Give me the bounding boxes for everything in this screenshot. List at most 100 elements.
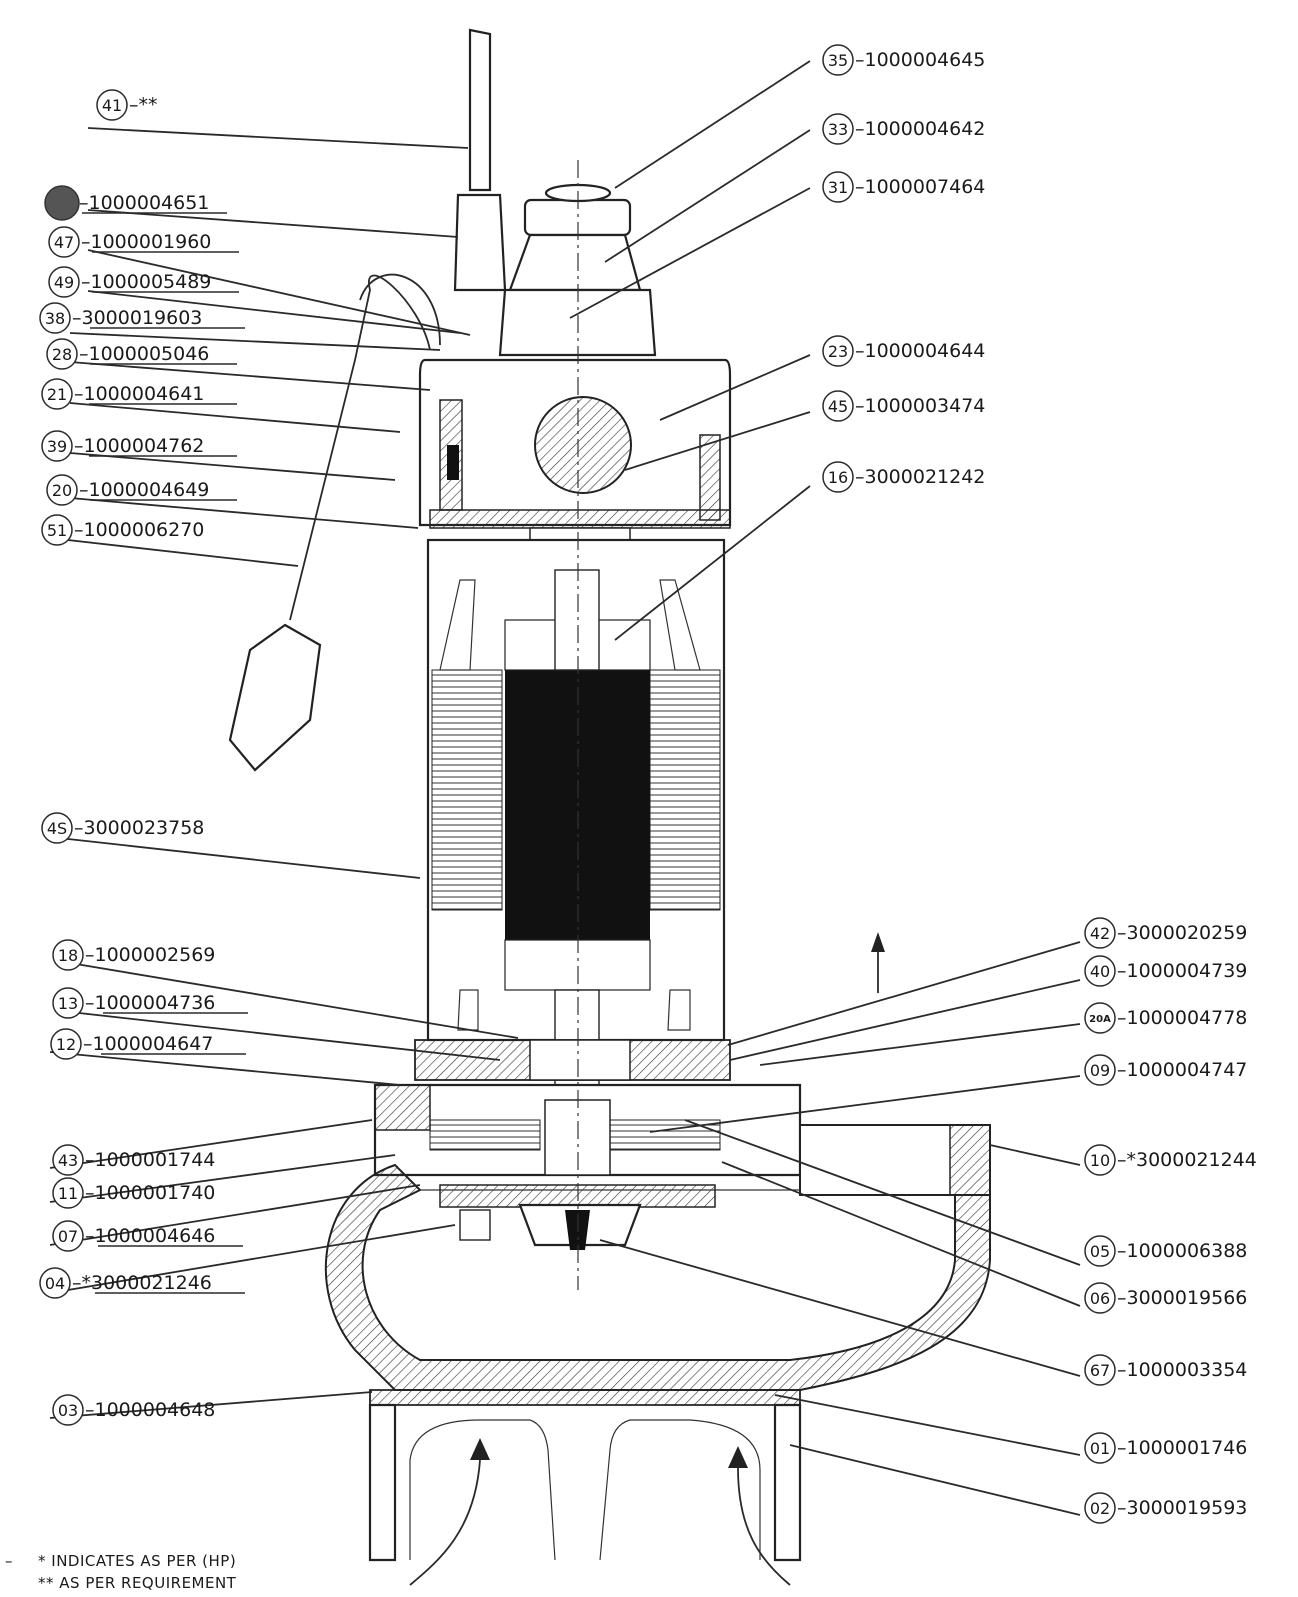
base-stand xyxy=(368,1403,397,1562)
svg-text:16: 16 xyxy=(828,468,848,487)
svg-text:38: 38 xyxy=(45,309,65,328)
label-45: 45 –1000003474 xyxy=(822,390,985,422)
label-49: 49 –1000005489 xyxy=(48,266,239,298)
svg-text:–: – xyxy=(5,1552,13,1570)
labels-left: 41 –** –1000004651 47 –1000001960 49 –10… xyxy=(39,89,248,1426)
label-03: 03 –1000004648 xyxy=(52,1394,215,1426)
label-02: 02 –3000019593 xyxy=(1084,1492,1247,1524)
label-06: 06 –3000019566 xyxy=(1084,1282,1247,1314)
label-33: 33 –1000004642 xyxy=(822,113,985,145)
svg-text:–1000004648: –1000004648 xyxy=(85,1399,215,1421)
label-47: 47 –1000001960 xyxy=(48,226,239,258)
svg-text:–1000001740: –1000001740 xyxy=(85,1182,215,1204)
label-51: 51 –1000006270 xyxy=(41,514,204,546)
svg-text:12: 12 xyxy=(56,1035,76,1054)
note-hp: * INDICATES AS PER (HP) xyxy=(38,1552,236,1570)
svg-text:02: 02 xyxy=(1090,1499,1110,1518)
svg-text:09: 09 xyxy=(1090,1061,1110,1080)
leader-lines xyxy=(49,60,1081,1516)
svg-text:21: 21 xyxy=(47,385,67,404)
label-42: 42 –3000020259 xyxy=(1084,917,1247,949)
label-28: 28 –1000005046 xyxy=(46,338,237,370)
svg-text:03: 03 xyxy=(58,1401,78,1420)
svg-text:23: 23 xyxy=(828,342,848,361)
label-16: 16 –3000021242 xyxy=(822,461,985,493)
svg-text:41: 41 xyxy=(102,96,122,115)
svg-text:–1000004644: –1000004644 xyxy=(855,340,985,362)
label-31: 31 –1000007464 xyxy=(822,171,985,203)
svg-text:–3000019566: –3000019566 xyxy=(1117,1287,1247,1309)
note-requirement: ** AS PER REQUIREMENT xyxy=(38,1574,237,1592)
label-35: 35 –1000004645 xyxy=(822,44,985,76)
svg-text:31: 31 xyxy=(828,178,848,197)
svg-text:–1000001744: –1000001744 xyxy=(85,1149,215,1171)
svg-text:01: 01 xyxy=(1090,1439,1110,1458)
label-41: 41 –** xyxy=(96,89,158,121)
svg-text:42: 42 xyxy=(1090,924,1110,943)
label-20A: 20A –1000004778 xyxy=(1084,1002,1247,1034)
svg-text:04: 04 xyxy=(45,1274,65,1293)
volute-casing xyxy=(324,1163,991,1391)
svg-text:05: 05 xyxy=(1090,1242,1110,1261)
svg-text:51: 51 xyxy=(47,521,67,540)
svg-text:20A: 20A xyxy=(1089,1014,1111,1025)
float-switch xyxy=(228,623,322,772)
labels-right: 35 –1000004645 33 –1000004642 31 –100000… xyxy=(822,44,1257,1524)
svg-text:–3000021242: –3000021242 xyxy=(855,466,985,488)
svg-text:–1000005046: –1000005046 xyxy=(79,343,209,365)
bearing-hatched xyxy=(534,396,632,494)
svg-text:33: 33 xyxy=(828,120,848,139)
svg-text:–3000020259: –3000020259 xyxy=(1117,922,1247,944)
svg-text:–1000005489: –1000005489 xyxy=(81,271,211,293)
svg-text:47: 47 xyxy=(54,233,74,252)
svg-text:35: 35 xyxy=(828,51,848,70)
svg-text:–1000001746: –1000001746 xyxy=(1117,1437,1247,1459)
svg-text:–1000004762: –1000004762 xyxy=(74,435,204,457)
svg-text:–1000004647: –1000004647 xyxy=(83,1033,213,1055)
label-20: 20 –1000004649 xyxy=(46,474,237,506)
label-05: 05 –1000006388 xyxy=(1084,1235,1247,1267)
svg-text:43: 43 xyxy=(58,1151,78,1170)
svg-text:06: 06 xyxy=(1090,1289,1110,1308)
svg-text:–1000004739: –1000004739 xyxy=(1117,960,1247,982)
svg-text:–1000004649: –1000004649 xyxy=(79,479,209,501)
svg-text:–1000003474: –1000003474 xyxy=(855,395,985,417)
label-13: 13 –1000004736 xyxy=(52,987,248,1019)
pump-drawing xyxy=(228,28,991,1586)
label-01: 01 –1000001746 xyxy=(1084,1432,1247,1464)
label-43: 43 –1000001744 xyxy=(52,1144,215,1176)
label-38: 38 –3000019603 xyxy=(39,302,245,334)
label-09: 09 –1000004747 xyxy=(1084,1054,1247,1086)
svg-text:49: 49 xyxy=(54,273,74,292)
svg-text:07: 07 xyxy=(58,1227,78,1246)
svg-text:–1000007464: –1000007464 xyxy=(855,176,985,198)
svg-text:–1000004778: –1000004778 xyxy=(1117,1007,1247,1029)
svg-text:28: 28 xyxy=(52,345,72,364)
svg-text:–1000004736: –1000004736 xyxy=(85,992,215,1014)
label-18: 18 –1000002569 xyxy=(52,939,215,971)
svg-text:–1000004642: –1000004642 xyxy=(855,118,985,140)
notes: – * INDICATES AS PER (HP) ** AS PER REQU… xyxy=(5,1552,237,1592)
power-cable xyxy=(468,28,492,192)
label-10: 10 –*3000021244 xyxy=(1084,1144,1257,1176)
svg-text:–1000004641: –1000004641 xyxy=(74,383,204,405)
svg-text:–3000023758: –3000023758 xyxy=(74,817,204,839)
svg-text:45: 45 xyxy=(828,397,848,416)
svg-text:10: 10 xyxy=(1090,1151,1110,1170)
svg-text:40: 40 xyxy=(1090,962,1110,981)
label-40: 40 –1000004739 xyxy=(1084,955,1247,987)
svg-text:–1000004646: –1000004646 xyxy=(85,1225,215,1247)
svg-text:–1000004651: –1000004651 xyxy=(79,192,209,214)
svg-text:39: 39 xyxy=(47,437,67,456)
svg-text:20: 20 xyxy=(52,481,72,500)
svg-text:–3000019603: –3000019603 xyxy=(72,307,202,329)
svg-text:13: 13 xyxy=(58,994,78,1013)
label-21: 21 –1000004641 xyxy=(41,378,237,410)
svg-text:18: 18 xyxy=(58,946,78,965)
svg-text:4S: 4S xyxy=(47,819,67,838)
label-04: 04 –*3000021246 xyxy=(39,1267,245,1299)
svg-text:11: 11 xyxy=(58,1184,78,1203)
svg-text:–*3000021244: –*3000021244 xyxy=(1117,1149,1257,1171)
svg-text:–**: –** xyxy=(129,94,158,116)
